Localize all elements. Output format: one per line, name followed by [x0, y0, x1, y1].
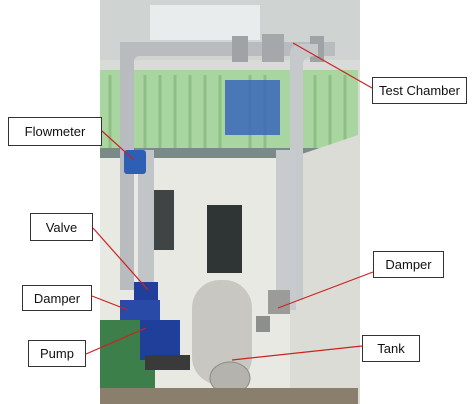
pump-body [140, 320, 180, 360]
label-tank: Tank [362, 335, 420, 362]
pump-base [145, 355, 190, 370]
label-flowmeter: Flowmeter [8, 117, 102, 146]
pipe-flange-a [232, 36, 248, 62]
label-valve: Valve [30, 213, 93, 241]
wall-window-center [207, 205, 242, 273]
flowmeter-body [124, 150, 146, 174]
label-test-chamber: Test Chamber [372, 77, 467, 104]
damper-left-body [120, 300, 160, 320]
label-pump: Pump [28, 340, 86, 367]
label-damper-left: Damper [22, 285, 92, 311]
chamber-side-wall [290, 135, 358, 404]
damper-right-fitting [256, 316, 270, 332]
label-damper-right: Damper [373, 251, 444, 278]
floor [100, 388, 358, 404]
deck-edge [100, 148, 358, 158]
pipe-flange-b [262, 34, 284, 62]
damper-right-body [268, 290, 290, 314]
ceiling-window [150, 5, 260, 40]
right-pipe-lower [276, 150, 296, 310]
right-vertical-pipe [290, 44, 318, 300]
blue-tarp [225, 80, 280, 135]
